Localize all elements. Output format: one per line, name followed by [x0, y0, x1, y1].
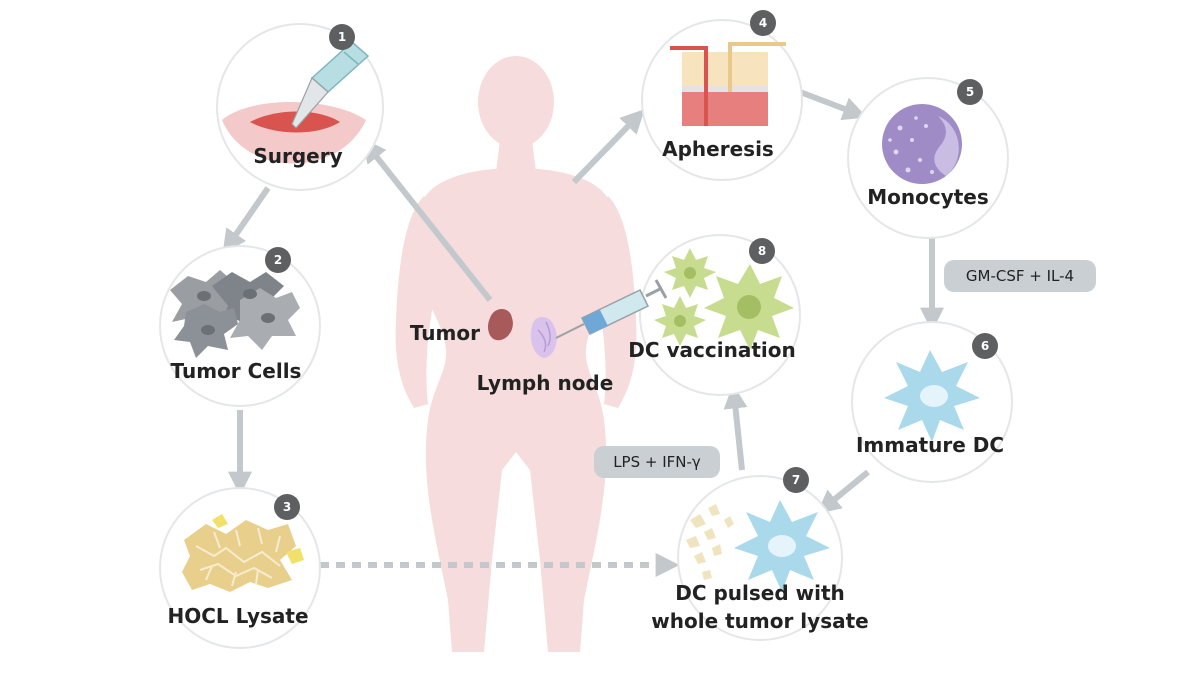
arrow-apheresis-to-monocytes: [798, 89, 867, 121]
step-2-tumor-cells: Tumor Cells 2: [159, 245, 321, 407]
arrow-immature-dc-to-pulsed-dc: [816, 469, 870, 515]
gm-csf-il4-tag: GM-CSF + IL-4: [944, 260, 1096, 292]
scalpel-icon: [291, 40, 370, 129]
lysate-fragments-icon: [686, 504, 734, 580]
human-body-silhouette: [395, 56, 637, 652]
syringe-icon: [555, 279, 668, 339]
step-5-monocytes: Monocytes 5: [847, 77, 1009, 239]
pulsed-dc-icon: [734, 500, 830, 592]
step-label-line2: whole tumor lysate: [651, 609, 868, 633]
step-number-badge: 7: [792, 473, 800, 487]
step-number-badge: 5: [966, 85, 974, 99]
lymph-node-icon: [530, 317, 557, 358]
step-label: Immature DC: [856, 433, 1004, 457]
arrow-tumor-to-surgery: [362, 138, 493, 302]
arrow-pulsed-dc-to-vaccination: [723, 384, 748, 471]
arrow-body-to-apheresis: [571, 109, 645, 185]
lysate-icon: [182, 514, 304, 592]
step-label-line1: DC pulsed with: [675, 581, 845, 605]
apheresis-tube-icon: [670, 42, 786, 126]
step-label: Apheresis: [662, 137, 774, 161]
step-number-badge: 3: [283, 500, 291, 514]
step-label: Monocytes: [867, 185, 989, 209]
monocyte-icon: [882, 104, 962, 184]
tumor-icon: [488, 309, 513, 341]
tumor-label: Tumor: [410, 321, 480, 345]
step-label: Surgery: [253, 144, 342, 168]
tumor-cells-icon: [170, 270, 300, 358]
step-label: Tumor Cells: [171, 359, 302, 383]
tag-label: GM-CSF + IL-4: [966, 267, 1074, 285]
step-7-dc-pulsed: DC pulsed with whole tumor lysate 7: [651, 467, 869, 641]
step-number-badge: 8: [758, 244, 766, 258]
step-label: HOCL Lysate: [167, 604, 308, 628]
step-4-apheresis: Apheresis 4: [641, 10, 803, 181]
step-number-badge: 1: [338, 30, 346, 44]
tag-label: LPS + IFN-γ: [613, 453, 701, 471]
lps-ifn-tag: LPS + IFN-γ: [594, 446, 720, 478]
arrow-surgery-to-tumor-cells: [222, 186, 271, 254]
mature-dc-icon: [654, 248, 794, 350]
step-6-immature-dc: Immature DC 6: [851, 321, 1013, 483]
step-label: DC vaccination: [628, 338, 795, 362]
step-number-badge: 2: [274, 253, 282, 267]
step-3-hocl-lysate: HOCL Lysate 3: [159, 487, 321, 649]
step-number-badge: 6: [981, 339, 989, 353]
immature-dc-icon: [884, 350, 980, 442]
step-number-badge: 4: [759, 16, 767, 30]
flow-arrows: [222, 89, 944, 577]
lymph-node-label: Lymph node: [477, 371, 614, 395]
step-8-dc-vaccination: DC vaccination 8: [555, 234, 801, 396]
step-1-surgery: Surgery 1: [216, 23, 384, 191]
